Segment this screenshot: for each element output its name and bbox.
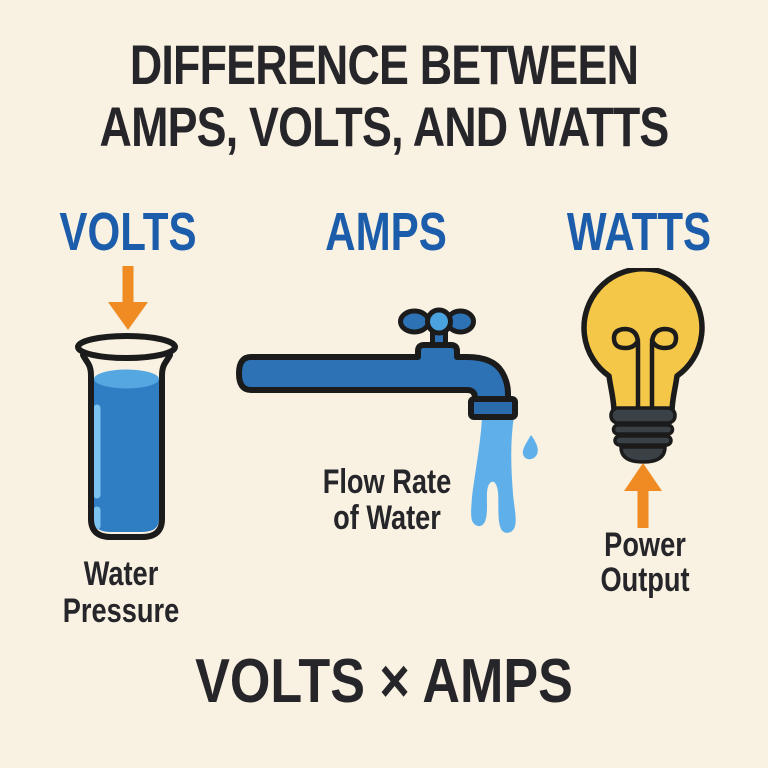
page-title-line1: DIFFERENCE BETWEEN (129, 33, 639, 96)
bulb-base-cap (619, 445, 667, 464)
down-arrow-head (108, 302, 148, 330)
amps-caption-line1: Flow Rate (322, 463, 452, 501)
beaker-svg (75, 333, 178, 540)
watts-caption-line1: Power (604, 526, 686, 564)
up-arrow-head (624, 463, 662, 491)
down-arrow-icon (108, 266, 148, 332)
watts-formula: VOLTS × AMPS (195, 647, 573, 716)
beaker-rim (75, 333, 178, 361)
water-droplet (522, 435, 538, 460)
faucet-pipe (236, 342, 511, 406)
volts-heading: VOLTS (59, 202, 197, 262)
light-bulb-icon (578, 266, 713, 468)
up-arrow-shaft (637, 489, 649, 528)
volts-caption: Water Pressure (41, 556, 201, 630)
amps-caption: Flow Rate of Water (307, 464, 467, 536)
volts-caption-line1: Water (83, 555, 159, 593)
beaker-water (94, 379, 159, 532)
amps-heading: AMPS (325, 202, 447, 262)
faucet-svg (236, 307, 538, 533)
faucet-handle-left-lobe (398, 308, 431, 335)
light-bulb-svg (581, 266, 705, 464)
page-title-line2: AMPS, VOLTS, AND WATTS (99, 95, 670, 158)
page-title: DIFFERENCE BETWEEN AMPS, VOLTS, AND WATT… (77, 34, 691, 158)
bulb-base-ring1 (609, 406, 677, 425)
bulb-glass (581, 266, 705, 415)
beaker-icon (68, 333, 183, 548)
bulb-filament-left (611, 326, 641, 415)
watts-caption: Power Output (565, 528, 725, 598)
down-arrow-shaft (122, 266, 134, 304)
beaker-water-surface (94, 369, 159, 389)
bulb-base-ring3 (613, 434, 673, 447)
faucet-icon (235, 302, 545, 547)
water-stream (471, 416, 516, 533)
up-arrow-icon (624, 463, 662, 529)
up-arrow-svg (624, 463, 662, 528)
watts-heading: WATTS (566, 202, 712, 262)
faucet-handle-knob (425, 307, 453, 336)
watts-caption-line2: Output (600, 561, 690, 599)
faucet-spout-collar (468, 396, 518, 420)
volts-caption-line2: Pressure (62, 592, 180, 630)
bulb-filament-right (649, 326, 679, 415)
bulb-base-ring2 (611, 423, 675, 436)
down-arrow-svg (108, 266, 148, 330)
amps-caption-line2: of Water (333, 499, 441, 537)
beaker-glass-outline (80, 352, 173, 540)
